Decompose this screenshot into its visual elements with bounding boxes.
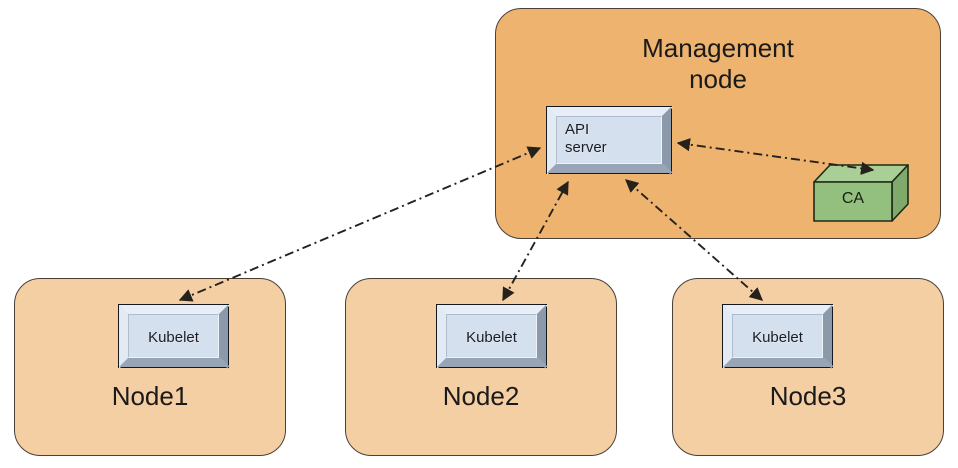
api-server-bevel-right	[662, 107, 671, 175]
kubelet-2-label: Kubelet	[466, 329, 517, 346]
worker-node-3-label: Node3	[769, 381, 847, 411]
api-server-label: API server	[565, 121, 607, 156]
kubelet-box-node-3[interactable]: Kubelet	[722, 304, 834, 369]
kubelet-1-face	[128, 314, 219, 358]
kubelet-3-face	[732, 314, 823, 358]
worker-node-2-label: Node2	[442, 381, 520, 411]
ca-box[interactable]: CA	[813, 164, 909, 222]
api-server-box[interactable]: API server	[546, 106, 673, 175]
api-server-bevel-left	[547, 107, 556, 175]
kubelet-2-face	[446, 314, 537, 358]
kubelet-1-bevel-bottom	[119, 358, 230, 367]
kubelet-1-label: Kubelet	[148, 329, 199, 346]
kubelet-3-bevel-top	[723, 305, 834, 314]
kubelet-1-bevel-top	[119, 305, 230, 314]
ca-label: CA	[841, 190, 865, 207]
kubelet-box-node-2[interactable]: Kubelet	[436, 304, 548, 369]
kubelet-2-bevel-bottom	[437, 358, 548, 367]
api-server-bevel-top	[547, 107, 673, 116]
management-node-label: Management node	[642, 33, 794, 94]
worker-node-1-label: Node1	[111, 381, 189, 411]
kubelet-3-bevel-bottom	[723, 358, 834, 367]
kubelet-3-label: Kubelet	[752, 329, 803, 346]
kubelet-box-node-1[interactable]: Kubelet	[118, 304, 230, 369]
api-server-face	[556, 116, 662, 164]
kubelet-2-bevel-top	[437, 305, 548, 314]
api-server-bevel-bottom	[547, 164, 673, 173]
